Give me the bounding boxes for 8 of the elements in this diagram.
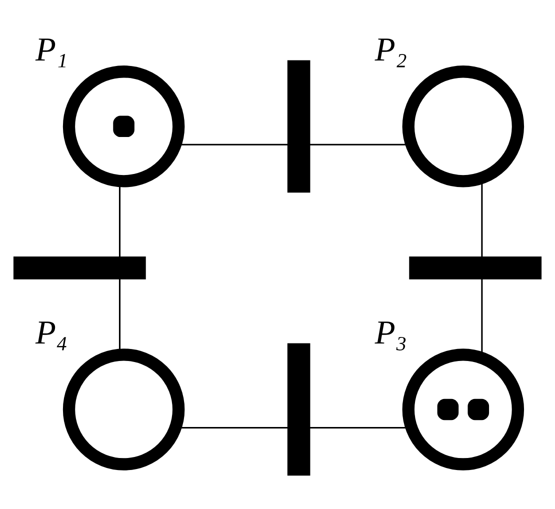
node-label: P₂ <box>374 30 407 68</box>
node-label: P₄ <box>36 314 68 351</box>
node-bar <box>287 60 310 192</box>
node-label: P₁ <box>36 30 68 68</box>
node-bar <box>287 342 310 476</box>
node-bar <box>13 256 146 279</box>
node-bar <box>409 256 542 279</box>
node-label: P₃ <box>374 314 407 351</box>
